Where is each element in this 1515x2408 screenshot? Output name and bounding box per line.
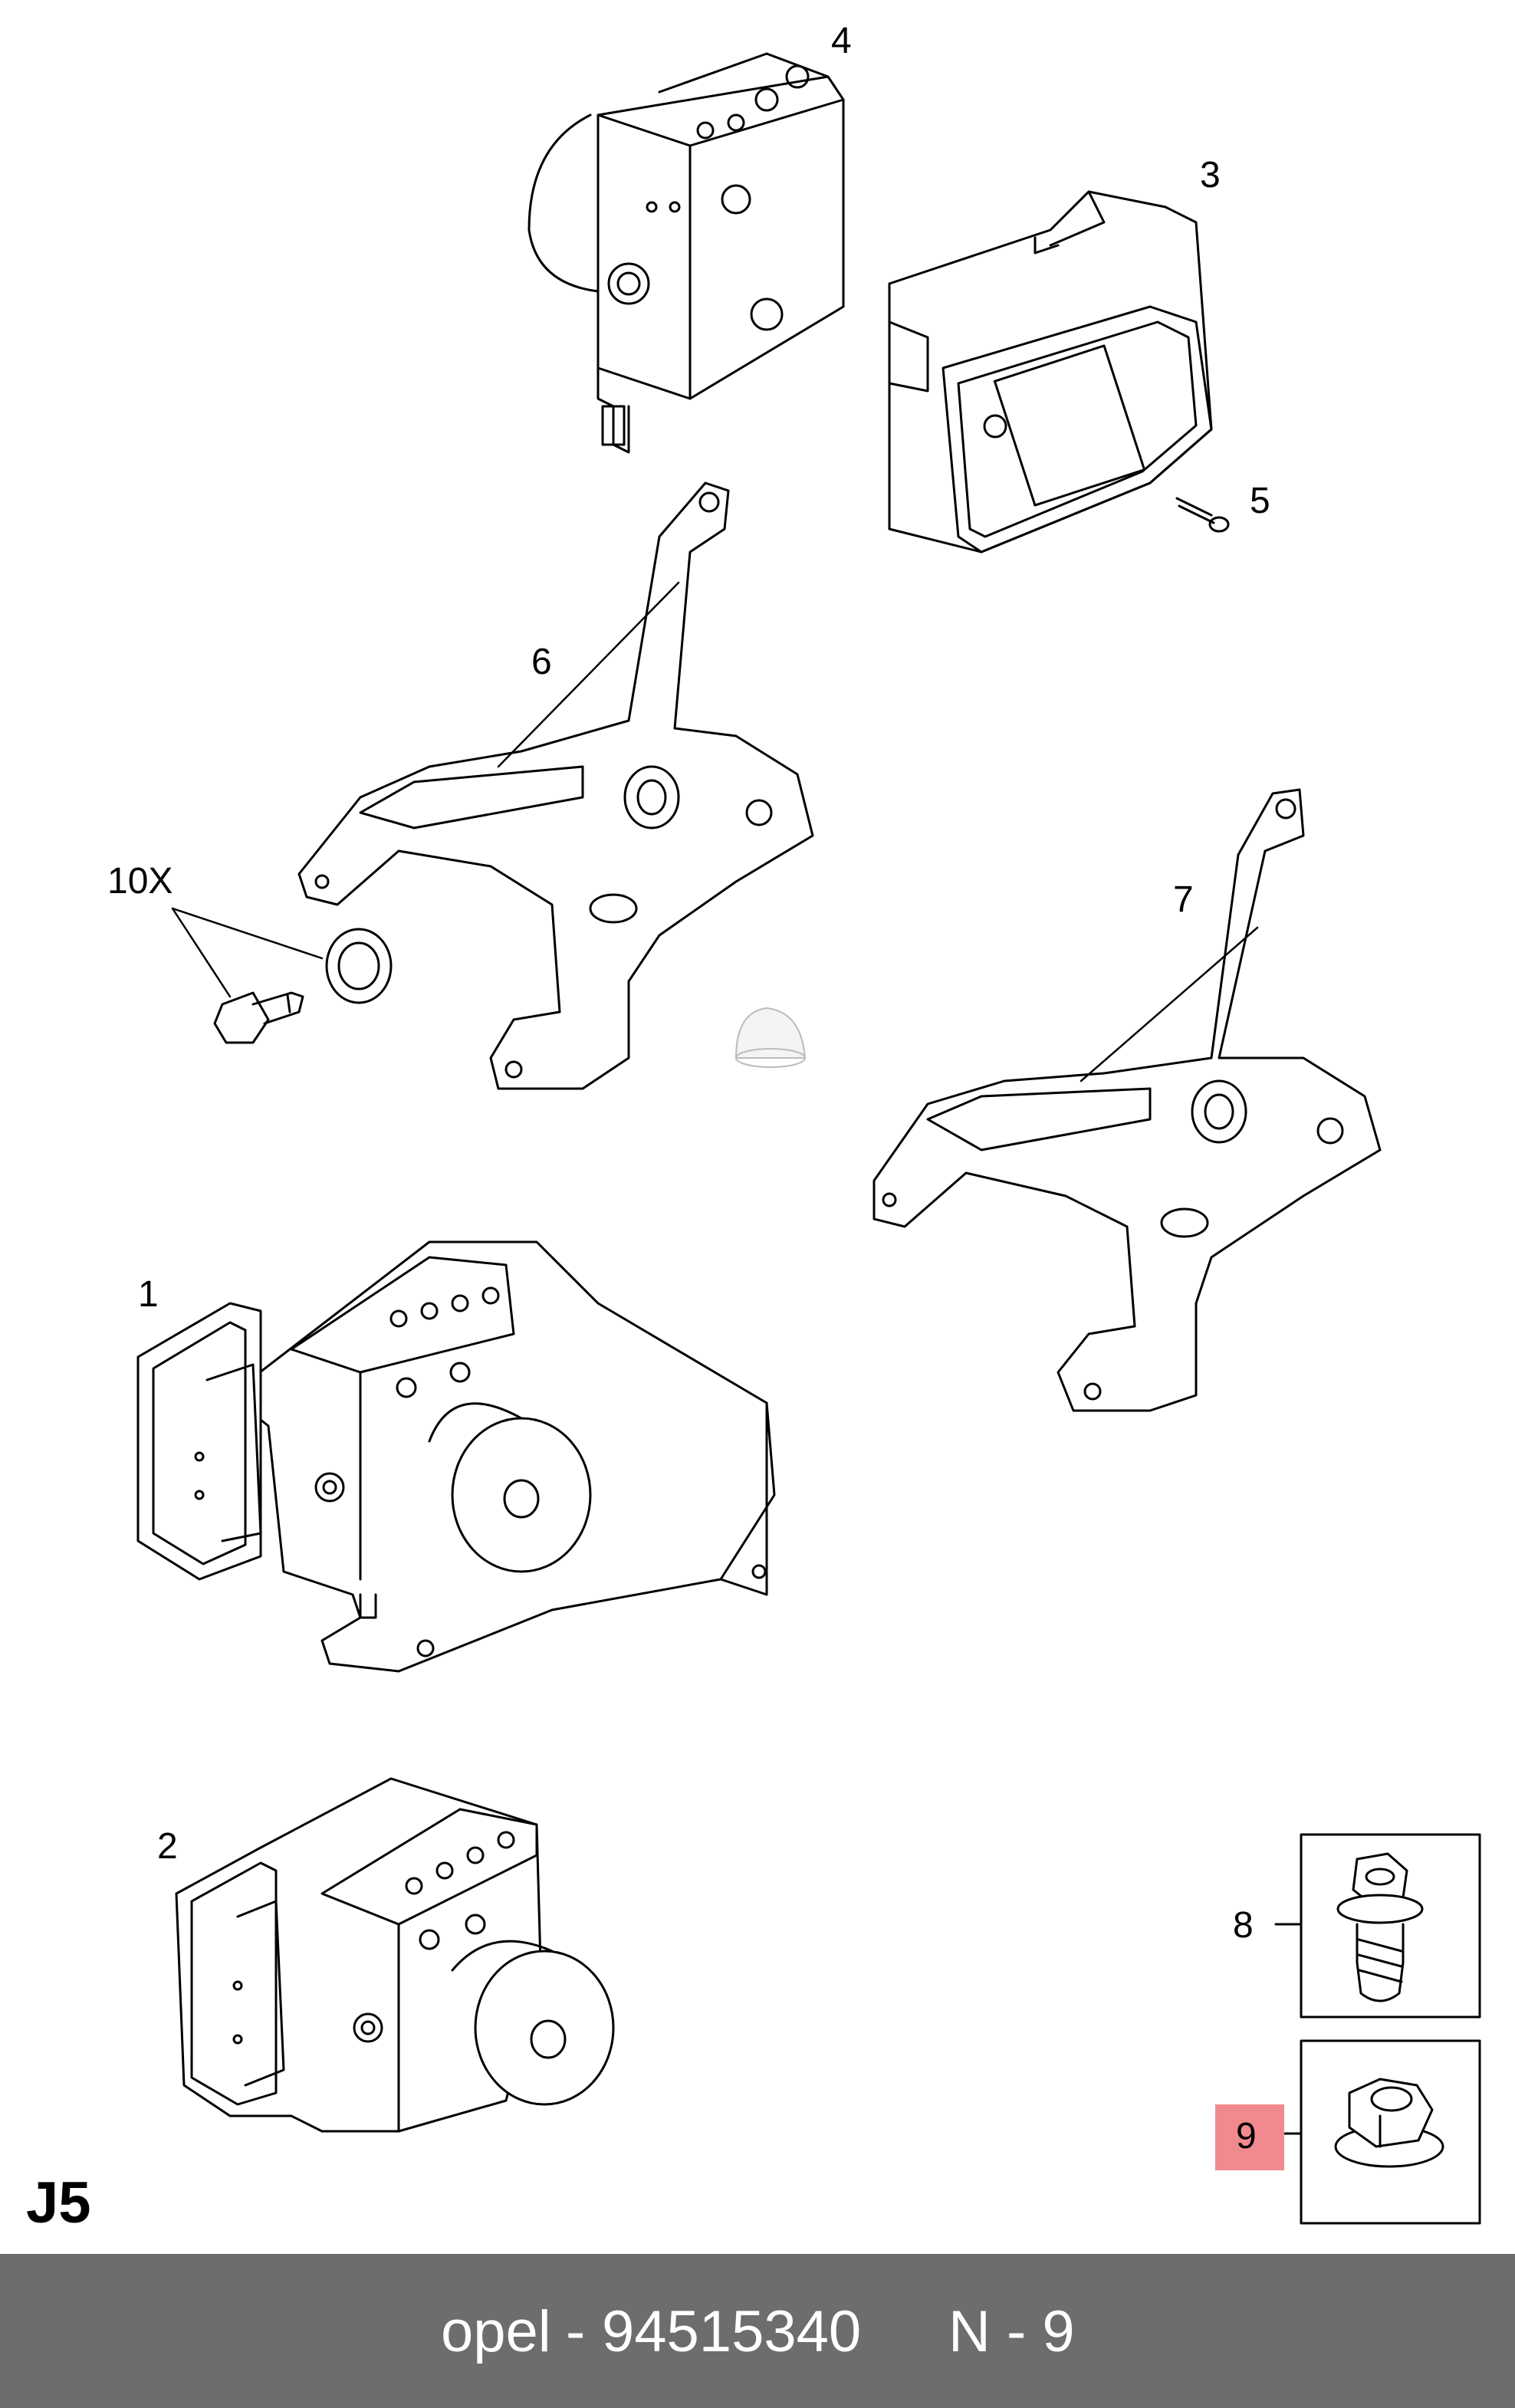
callout-10x: 10X	[107, 861, 173, 902]
footer-part-number: 94515340	[602, 2299, 862, 2364]
callout-1: 1	[138, 1274, 159, 1315]
part-1-abs-unit-assembly	[138, 1242, 774, 1671]
callout-4: 4	[831, 21, 852, 61]
exploded-parts-diagram	[0, 0, 1515, 2254]
sheet-code: J5	[26, 2170, 91, 2236]
callout-7: 7	[1173, 879, 1194, 920]
part-2-abs-unit	[176, 1779, 613, 2131]
callout-9[interactable]: 9	[1236, 2116, 1257, 2157]
highlight-callout-9	[1215, 2104, 1284, 2170]
callout-5: 5	[1250, 481, 1270, 521]
part-9-flange-nut	[1276, 2041, 1480, 2223]
footer-bar: opel - 94515340 N - 9	[0, 2254, 1515, 2408]
part-8-flange-bolt	[1276, 1835, 1480, 2017]
footer-brand: opel	[441, 2299, 551, 2364]
callout-3: 3	[1200, 155, 1221, 195]
part-4-hydraulic-block	[529, 54, 843, 452]
grommet-ghost	[736, 1008, 805, 1067]
part-5-screw	[1177, 498, 1228, 531]
callout-2: 2	[157, 1826, 178, 1867]
part-3-ecu-module	[889, 192, 1211, 552]
callout-6: 6	[531, 642, 552, 682]
callout-8: 8	[1233, 1905, 1254, 1946]
part-6-upper-bracket	[299, 483, 813, 1089]
footer-separator: -	[566, 2299, 586, 2364]
part-7-lower-bracket	[874, 790, 1380, 1411]
footer-position-label: N - 9	[948, 2299, 1075, 2364]
leader-lines	[173, 583, 1257, 1081]
part-10-bolt-and-grommet	[215, 929, 391, 1043]
